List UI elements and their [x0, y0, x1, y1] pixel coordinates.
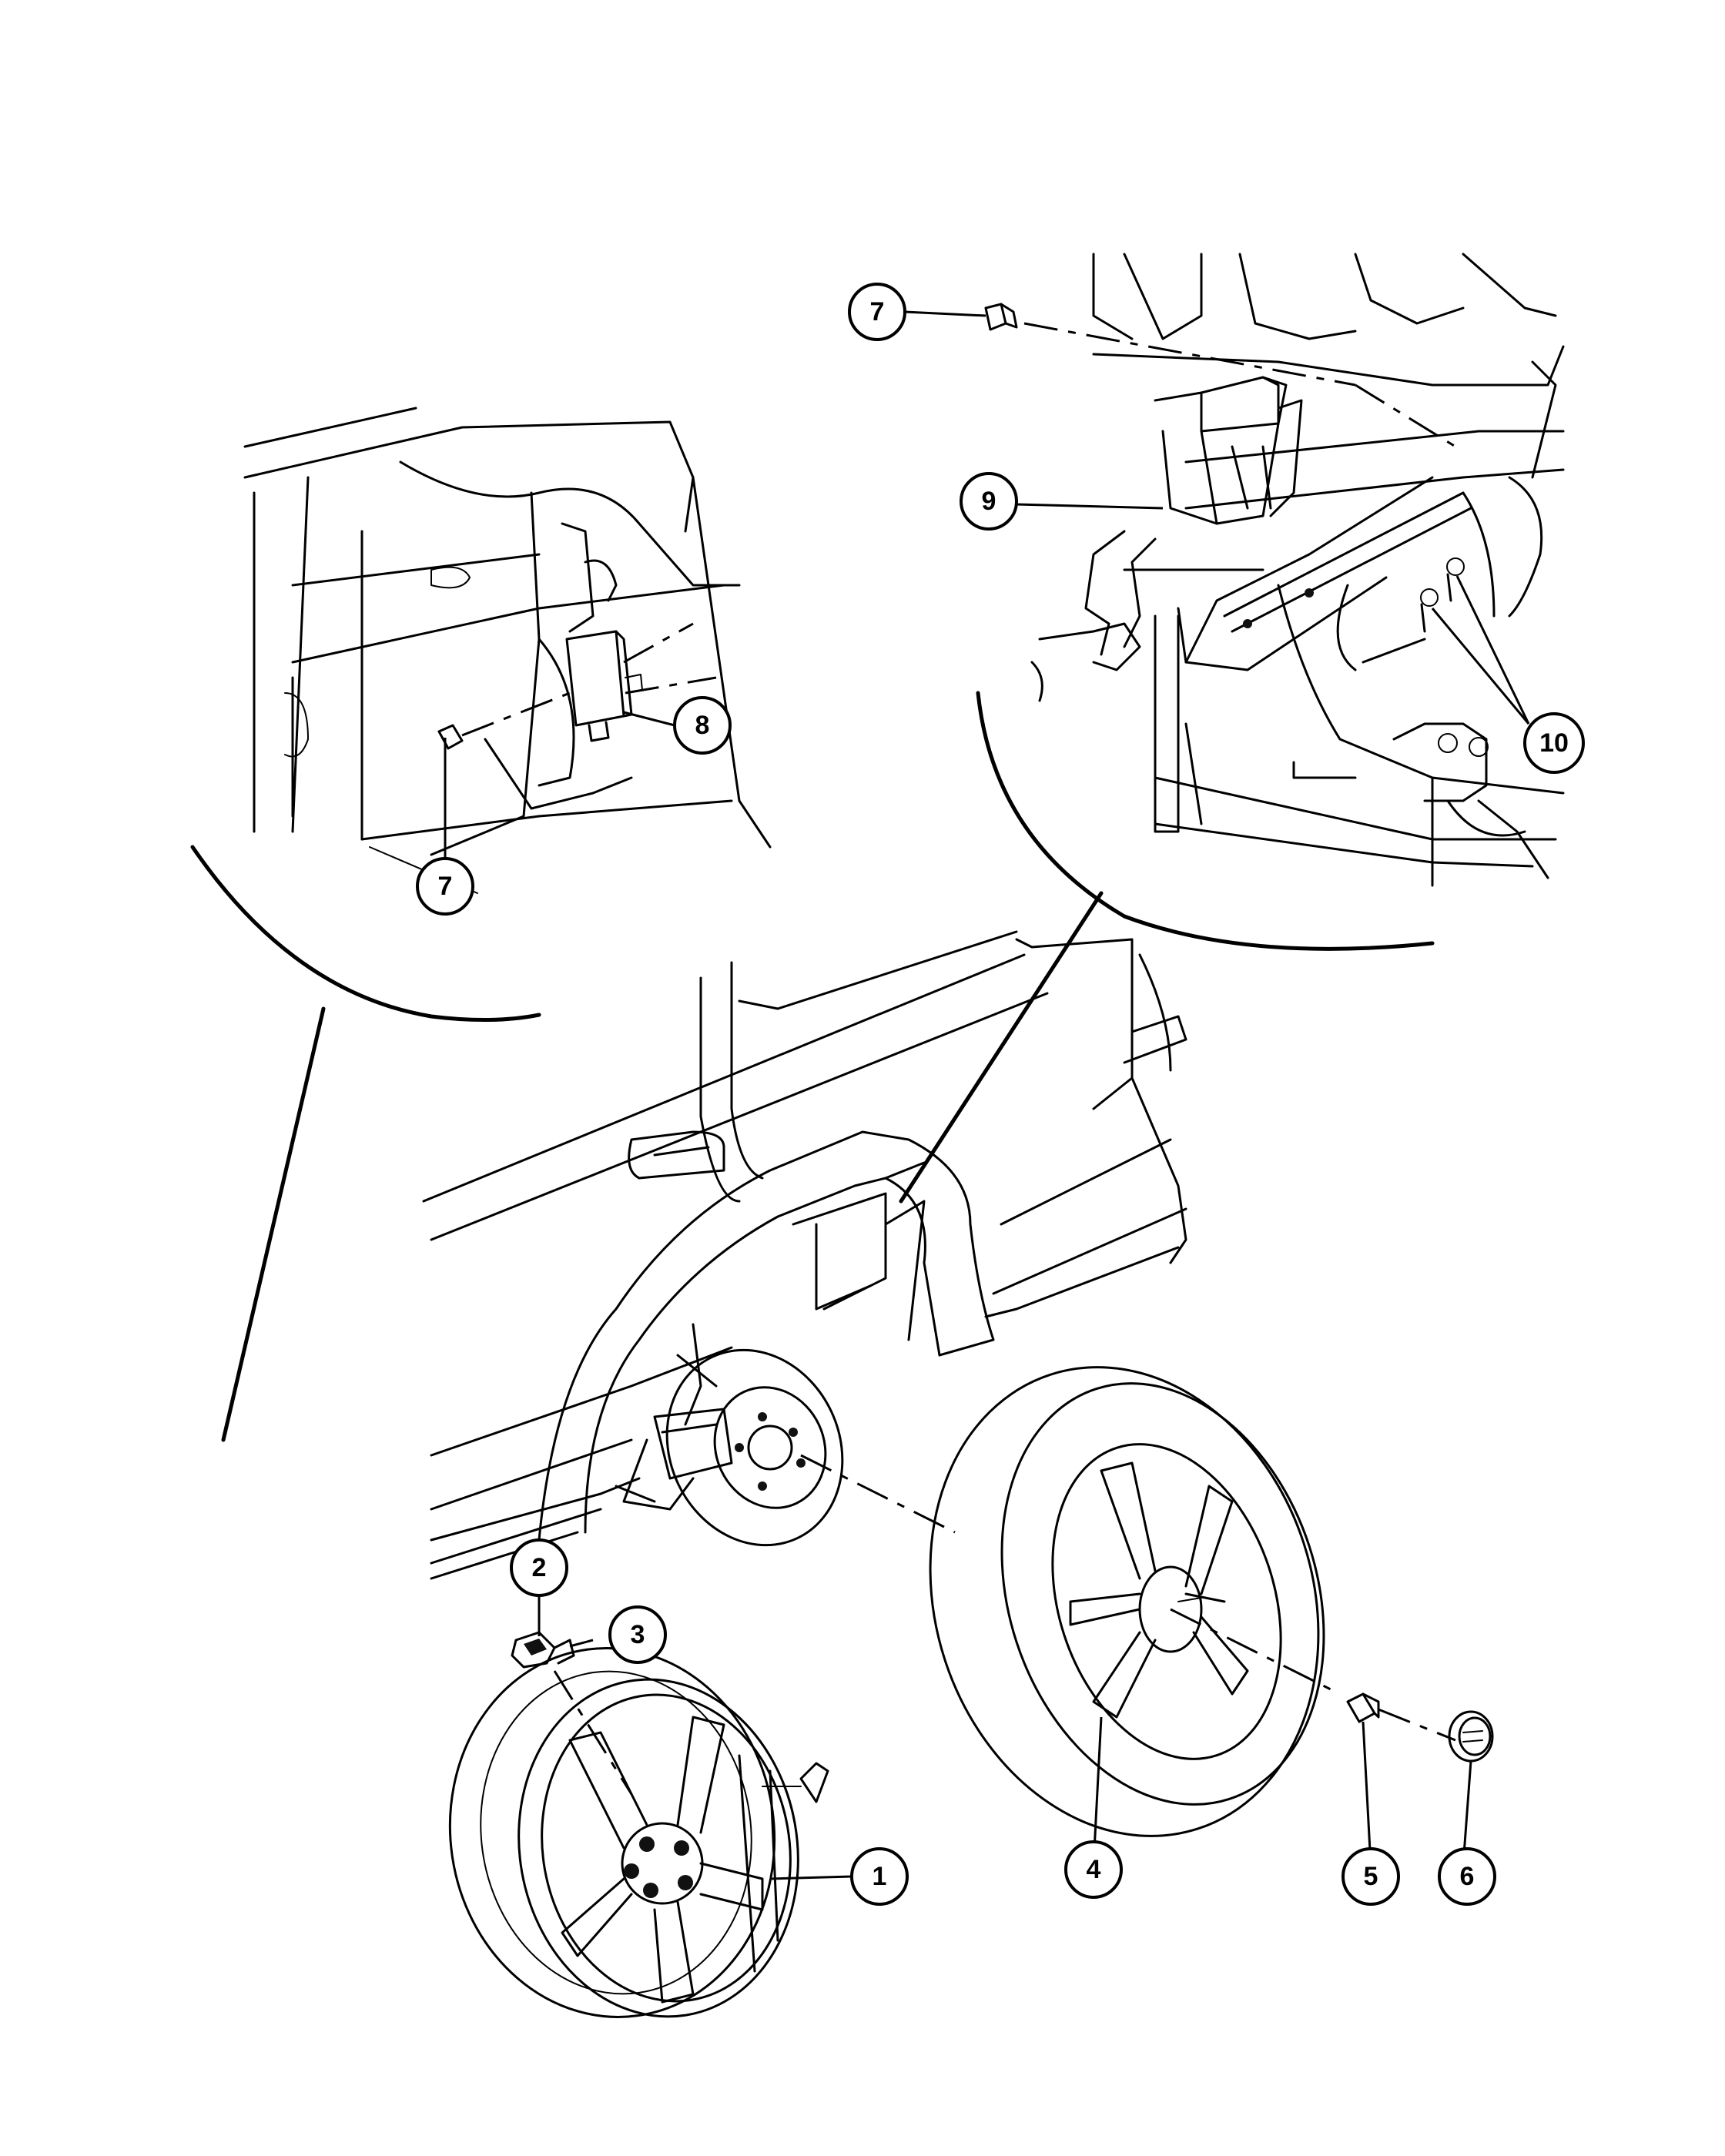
callout-2: 2: [510, 1538, 568, 1597]
callout-6-label: 6: [1460, 1862, 1475, 1891]
vehicle-body: [422, 930, 1187, 1580]
tire-wheel-assembly: [929, 1366, 1325, 1837]
callout-7-right-label: 7: [870, 297, 885, 326]
callout-3: 3: [608, 1605, 667, 1664]
alloy-wheel: [448, 1647, 829, 2018]
callout-5: 5: [1341, 1847, 1400, 1906]
left-detail-inset: [190, 407, 772, 1442]
center-cap: [1448, 1710, 1494, 1763]
callout-8-label: 8: [695, 711, 710, 740]
callout-9-label: 9: [982, 487, 996, 516]
callout-2-label: 2: [532, 1553, 547, 1582]
callout-1-label: 1: [873, 1862, 887, 1891]
hub-alignment-line: [800, 1454, 956, 1534]
callout-5-label: 5: [1364, 1862, 1378, 1891]
callout-10-label: 10: [1539, 728, 1569, 758]
callout-10: 10: [1523, 712, 1585, 774]
callout-4-label: 4: [1087, 1855, 1101, 1884]
lug-nut: [1346, 1692, 1380, 1723]
callout-6: 6: [1438, 1847, 1496, 1906]
brake-assembly: [615, 1323, 844, 1547]
callout-1: 1: [850, 1847, 909, 1906]
right-detail-inset: [899, 253, 1565, 1204]
cap-alignment-line: [1378, 1708, 1456, 1742]
callout-7-right: 7: [848, 283, 906, 341]
lugnut-alignment-line: [1170, 1608, 1341, 1696]
callout-9: 9: [960, 472, 1018, 531]
callout-3-label: 3: [631, 1620, 645, 1649]
callout-7-left: 7: [416, 857, 474, 916]
callout-4: 4: [1064, 1840, 1123, 1899]
callout-8: 8: [673, 696, 732, 755]
callout-7-left-label: 7: [438, 872, 453, 901]
callout-leaders: [444, 310, 1530, 1880]
